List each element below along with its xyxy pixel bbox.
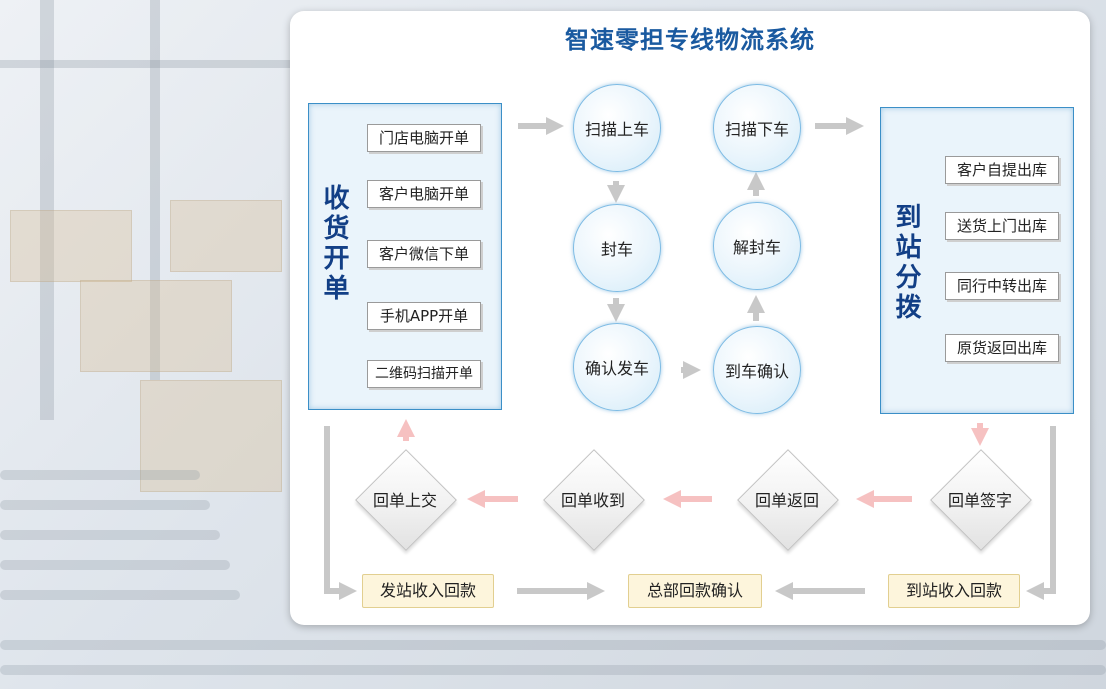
receipt-submit-label: 回单上交 — [372, 491, 437, 510]
receipt-return-node[interactable]: 回单返回 — [737, 449, 839, 551]
arrival-group-title: 到站分拨 — [891, 203, 921, 323]
receiving-item-wechat[interactable]: 客户微信下单 — [367, 240, 481, 268]
receipt-submit-node[interactable]: 回单上交 — [355, 449, 457, 551]
receiving-item-store-pc[interactable]: 门店电脑开单 — [367, 124, 481, 152]
receipt-sign-node[interactable]: 回单签字 — [930, 449, 1032, 551]
step-arrive-confirm[interactable]: 到车确认 — [713, 326, 801, 414]
arrow-to-origin-payment — [324, 426, 357, 600]
receipt-return-label: 回单返回 — [754, 491, 819, 510]
step-confirm-depart[interactable]: 确认发车 — [573, 323, 661, 411]
receiving-item-customer-pc[interactable]: 客户电脑开单 — [367, 180, 481, 208]
step-seal[interactable]: 封车 — [573, 204, 661, 292]
receiving-group: 收货开单 门店电脑开单 客户电脑开单 客户微信下单 手机APP开单 二维码扫描开… — [308, 103, 502, 410]
payment-destination[interactable]: 到站收入回款 — [888, 574, 1020, 608]
payment-origin[interactable]: 发站收入回款 — [362, 574, 494, 608]
flow-arrows — [324, 117, 1056, 600]
receiving-group-title: 收货开单 — [319, 184, 349, 304]
receipt-received-label: 回单收到 — [560, 491, 625, 510]
receiving-item-qr-scan[interactable]: 二维码扫描开单 — [367, 360, 481, 388]
step-scan-load[interactable]: 扫描上车 — [573, 84, 661, 172]
receipt-sign-label: 回单签字 — [947, 491, 1012, 510]
arrow-to-destination-payment — [1026, 426, 1056, 600]
arrival-item-transfer[interactable]: 同行中转出库 — [945, 272, 1059, 300]
arrival-item-return[interactable]: 原货返回出库 — [945, 334, 1059, 362]
arrival-group: 到站分拨 客户自提出库 送货上门出库 同行中转出库 原货返回出库 — [880, 107, 1074, 414]
payment-hq[interactable]: 总部回款确认 — [628, 574, 762, 608]
flow-diagram-panel: 智速零担专线物流系统 — [290, 11, 1090, 625]
arrival-item-self-pickup[interactable]: 客户自提出库 — [945, 156, 1059, 184]
arrival-item-home-delivery[interactable]: 送货上门出库 — [945, 212, 1059, 240]
step-unseal[interactable]: 解封车 — [713, 202, 801, 290]
receipt-received-node[interactable]: 回单收到 — [543, 449, 645, 551]
diagram-title: 智速零担专线物流系统 — [565, 26, 815, 54]
receiving-item-mobile-app[interactable]: 手机APP开单 — [367, 302, 481, 330]
step-scan-unload[interactable]: 扫描下车 — [713, 84, 801, 172]
